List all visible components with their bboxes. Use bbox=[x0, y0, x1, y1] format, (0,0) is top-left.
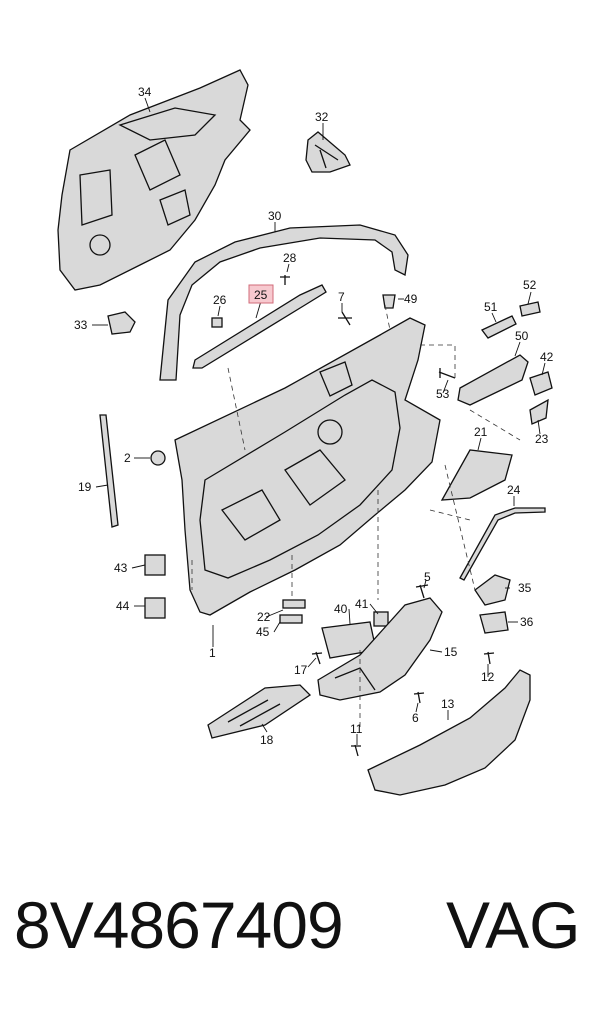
callout-42: 42 bbox=[540, 350, 554, 364]
callout-5: 5 bbox=[424, 570, 431, 584]
callout-22: 22 bbox=[257, 610, 271, 624]
callout-7: 7 bbox=[338, 290, 345, 304]
part-19-seal-strip bbox=[99, 414, 119, 528]
callout-2: 2 bbox=[124, 451, 131, 465]
parts-22-45-pads bbox=[279, 599, 306, 624]
exploded-parts-diagram: 34 32 30 28 26 25 7 49 52 51 50 42 53 23… bbox=[57, 69, 554, 796]
callout-21: 21 bbox=[474, 425, 488, 439]
part-13-armrest-cover bbox=[367, 669, 531, 796]
highlight-box-25 bbox=[248, 284, 274, 304]
callout-36: 36 bbox=[520, 615, 534, 629]
part-number: 8V4867409 bbox=[14, 888, 344, 962]
assembly-lines bbox=[191, 304, 521, 730]
callout-44: 44 bbox=[116, 599, 130, 613]
callout-53: 53 bbox=[436, 387, 450, 401]
part-1-door-trim-panel bbox=[174, 317, 441, 616]
part-32-bracket bbox=[305, 131, 351, 173]
part-34-insulation-sheet bbox=[57, 69, 251, 291]
callout-24: 24 bbox=[507, 483, 521, 497]
callout-30: 30 bbox=[268, 209, 282, 223]
part-18-pocket-insert bbox=[207, 684, 312, 739]
part-2-clip bbox=[150, 450, 166, 466]
callout-13: 13 bbox=[441, 697, 455, 711]
callout-6: 6 bbox=[412, 711, 419, 725]
handle-assembly-parts bbox=[457, 301, 553, 425]
callout-32: 32 bbox=[315, 110, 329, 124]
leader-lines bbox=[92, 97, 546, 745]
callout-19: 19 bbox=[78, 480, 92, 494]
callout-15: 15 bbox=[444, 645, 458, 659]
callout-33: 33 bbox=[74, 318, 88, 332]
callout-labels: 34 32 30 28 26 25 7 49 52 51 50 42 53 23… bbox=[74, 85, 554, 747]
callout-40: 40 bbox=[334, 602, 348, 616]
callout-41: 41 bbox=[355, 597, 369, 611]
parts-43-44-switches bbox=[144, 554, 166, 619]
callout-18: 18 bbox=[260, 733, 274, 747]
callout-43: 43 bbox=[114, 561, 128, 575]
callout-1: 1 bbox=[209, 646, 216, 660]
callout-11: 11 bbox=[350, 722, 363, 736]
parts-35-36 bbox=[474, 574, 511, 634]
callout-52: 52 bbox=[523, 278, 537, 292]
callout-49: 49 bbox=[404, 292, 418, 306]
part-30-window-trim bbox=[159, 224, 409, 381]
screws bbox=[311, 584, 495, 757]
part-21-triangle-trim bbox=[440, 449, 513, 501]
callout-34: 34 bbox=[138, 85, 152, 99]
small-fasteners bbox=[211, 275, 456, 379]
callout-12: 12 bbox=[481, 670, 495, 684]
callout-28: 28 bbox=[283, 251, 297, 265]
callout-51: 51 bbox=[484, 300, 498, 314]
callout-35: 35 bbox=[518, 581, 532, 595]
callout-25: 25 bbox=[254, 288, 268, 302]
callout-17: 17 bbox=[294, 663, 308, 677]
callout-23: 23 bbox=[535, 432, 549, 446]
callout-45: 45 bbox=[256, 625, 270, 639]
callout-50: 50 bbox=[515, 329, 529, 343]
part-25-trim-strip bbox=[192, 284, 327, 369]
part-33-clip bbox=[107, 311, 136, 335]
part-24-seal-strip bbox=[459, 507, 546, 581]
brand-label: VAG bbox=[446, 888, 581, 962]
callout-26: 26 bbox=[213, 293, 227, 307]
